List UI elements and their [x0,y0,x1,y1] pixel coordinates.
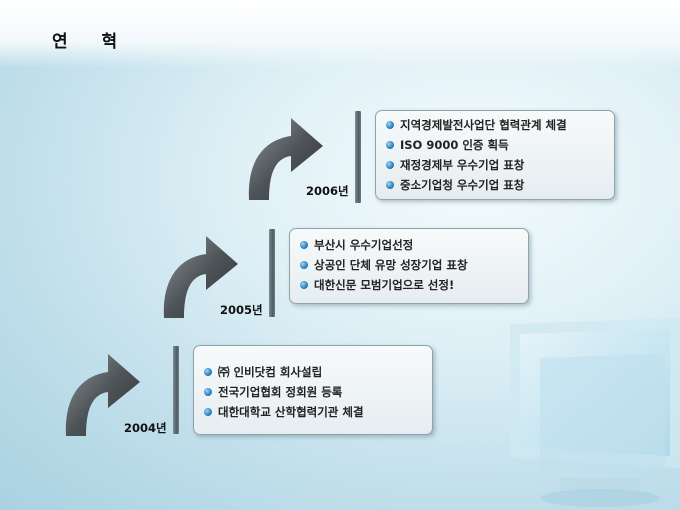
bullet-icon [204,388,212,396]
milestone-item: ISO 9000 인증 획득 [386,135,614,155]
milestone-card: 부산시 우수기업선정 상공인 단체 유망 성장기업 표창 대한신문 모범기업으로… [289,228,529,304]
milestone-card: ㈜ 인비닷컴 회사설립 전국기업협회 정회원 등록 대한대학교 산학협력기관 체… [193,345,433,435]
curved-arrow-icon [163,236,238,318]
bullet-icon [300,241,308,249]
year-label: 2004년 [124,421,167,435]
year-label: 2006년 [306,184,349,198]
bullet-icon [300,261,308,269]
timeline-bar [355,111,361,203]
bullet-icon [386,121,394,129]
milestone-item: 재정경제부 우수기업 표창 [386,155,614,175]
monitor-illustration [510,318,680,507]
bullet-icon [386,161,394,169]
curved-arrow-icon [65,354,140,436]
bullet-icon [386,181,394,189]
milestone-item: ㈜ 인비닷컴 회사설립 [204,362,432,382]
bullet-icon [386,141,394,149]
timeline-bar [269,229,275,317]
header-band [0,0,680,68]
milestone-item: 중소기업청 우수기업 표창 [386,175,614,195]
milestone-item: 전국기업협회 정회원 등록 [204,382,432,402]
curved-arrow-icon [248,118,323,200]
milestone-card: 지역경제발전사업단 협력관계 체결 ISO 9000 인증 획득 재정경제부 우… [375,110,615,200]
milestone-item: 대한신문 모범기업으로 선정! [300,275,528,295]
bullet-icon [204,408,212,416]
milestone-item: 상공인 단체 유망 성장기업 표창 [300,255,528,275]
milestone-item: 대한대학교 산학협력기관 체결 [204,402,432,422]
milestone-item: 지역경제발전사업단 협력관계 체결 [386,115,614,135]
timeline-bar [173,346,179,434]
page-title: 연 혁 [52,32,132,52]
year-label: 2005년 [220,303,263,317]
bullet-icon [204,368,212,376]
bullet-icon [300,281,308,289]
milestone-item: 부산시 우수기업선정 [300,235,528,255]
